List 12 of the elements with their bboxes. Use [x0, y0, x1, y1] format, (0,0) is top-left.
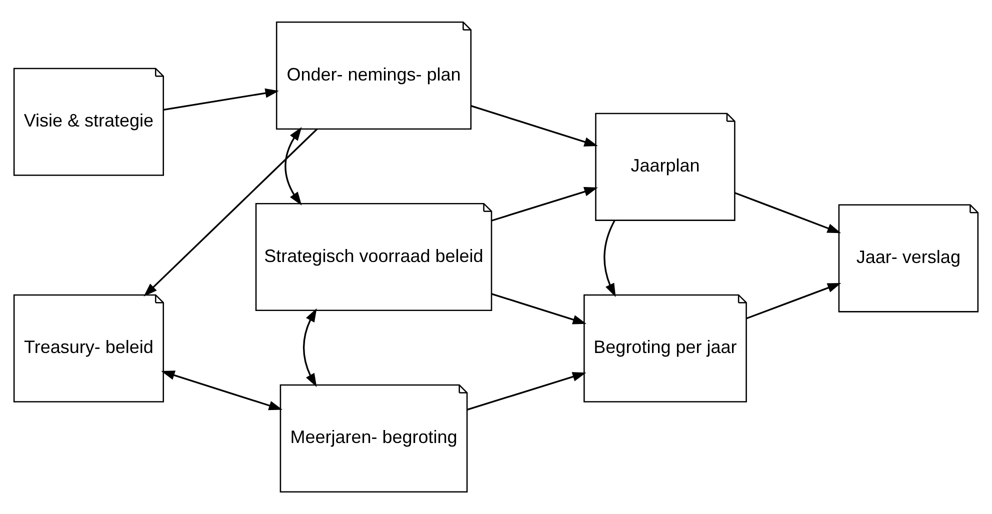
arrow [302, 308, 317, 388]
arrow [144, 128, 318, 297]
arrow [161, 370, 283, 410]
arrow [746, 282, 842, 320]
arrow [491, 187, 598, 222]
arrow [604, 220, 616, 298]
arrow [470, 105, 598, 146]
arrow [466, 372, 586, 410]
arrow [284, 126, 302, 206]
arrow [491, 293, 586, 324]
arrow [734, 192, 842, 234]
arrow [163, 88, 279, 111]
